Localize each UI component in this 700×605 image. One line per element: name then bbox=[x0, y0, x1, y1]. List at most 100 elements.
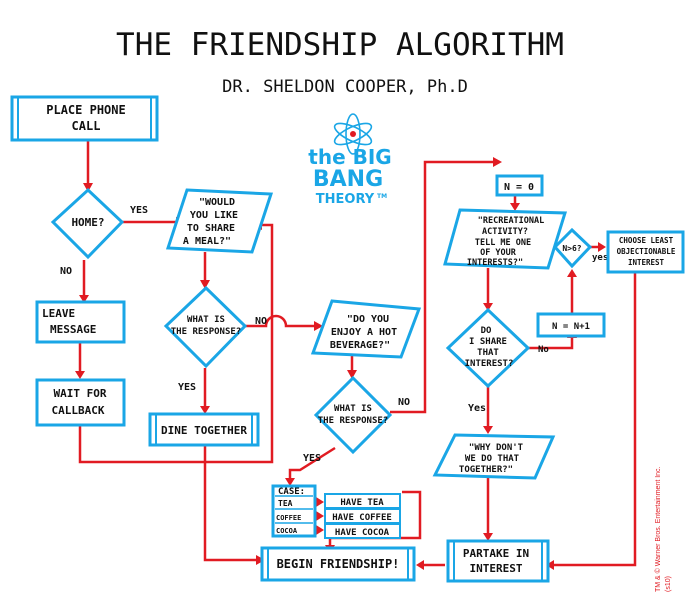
copyright-text: TM & © Warner Bros. Entertainment Inc. bbox=[654, 466, 662, 592]
arrowhead bbox=[200, 280, 210, 289]
text-leave-2: MESSAGE bbox=[50, 323, 96, 336]
text-coffee: COFFEE bbox=[276, 514, 301, 522]
text-resp2-1: WHAT IS bbox=[334, 404, 372, 414]
arrowhead bbox=[416, 560, 424, 570]
edge-resp2-case bbox=[288, 446, 336, 480]
node-n-increment bbox=[536, 312, 606, 338]
text-cocoa: COCOA bbox=[276, 527, 298, 535]
node-share-interest bbox=[445, 307, 531, 389]
text-partake-1: PARTAKE IN bbox=[463, 547, 529, 560]
node-least-objectionable bbox=[606, 230, 685, 274]
text-bev-3: BEVERAGE?" bbox=[330, 340, 390, 351]
text-rec-2: ACTIVITY? bbox=[482, 227, 528, 237]
arrowhead bbox=[483, 533, 493, 541]
text-leave-1: LEAVE bbox=[42, 307, 75, 320]
node-begin-friendship bbox=[260, 546, 416, 582]
arrowhead bbox=[79, 295, 89, 303]
text-rec-5: INTERESTS?" bbox=[467, 258, 523, 268]
node-partake-interest bbox=[446, 539, 550, 583]
text-n-zero: N = 0 bbox=[504, 182, 534, 193]
text-least-2: OBJECTIONABLE bbox=[617, 247, 676, 256]
text-rec-1: "RECREATIONAL bbox=[478, 216, 545, 226]
text-home: HOME? bbox=[71, 216, 104, 229]
text-have-cocoa: HAVE COCOA bbox=[335, 528, 390, 538]
text-why-1: "WHY DON'T bbox=[469, 443, 524, 453]
text-rec-4: OF YOUR bbox=[480, 248, 517, 258]
arrowhead bbox=[347, 370, 357, 379]
node-dine-together bbox=[148, 412, 260, 447]
text-begin: BEGIN FRIENDSHIP! bbox=[277, 557, 400, 571]
node-leave-message bbox=[35, 300, 126, 344]
text-meal-2: YOU LIKE bbox=[190, 210, 238, 221]
arrowhead bbox=[598, 242, 606, 252]
label-yes-resp2: YES bbox=[303, 453, 321, 464]
text-meal-3: TO SHARE bbox=[187, 223, 235, 234]
node-n-greater-6 bbox=[552, 227, 593, 269]
text-meal-1: "WOULD bbox=[199, 197, 235, 208]
node-why-dont bbox=[432, 433, 556, 480]
node-case-table bbox=[271, 484, 317, 538]
label-yes-resp1: YES bbox=[178, 382, 196, 393]
text-n-plus: N = N+1 bbox=[552, 322, 590, 332]
text-wait-2: CALLBACK bbox=[52, 404, 105, 417]
text-bev-1: "DO YOU bbox=[347, 314, 389, 325]
node-home-decision bbox=[50, 187, 125, 260]
arrowhead bbox=[316, 497, 324, 507]
arrowhead bbox=[316, 511, 324, 521]
node-response-2 bbox=[313, 375, 393, 455]
text-place-call-2: CALL bbox=[72, 119, 101, 133]
text-n-gt6: N>6? bbox=[562, 244, 581, 253]
edge-wait-meal bbox=[78, 223, 274, 464]
arrowhead bbox=[285, 478, 295, 486]
arrowhead bbox=[314, 321, 323, 331]
label-no-share: No bbox=[538, 345, 549, 355]
arrowhead bbox=[483, 426, 493, 434]
text-bev-2: ENJOY A HOT bbox=[331, 327, 397, 338]
text-partake-2: INTEREST bbox=[470, 562, 523, 575]
text-have-coffee: HAVE COFFEE bbox=[332, 513, 392, 523]
label-no-home: NO bbox=[60, 266, 72, 277]
node-place-phone-call bbox=[10, 95, 159, 142]
text-have-tea: HAVE TEA bbox=[340, 498, 384, 508]
edge-resp2-n0 bbox=[390, 160, 495, 414]
edge-resp1-bev bbox=[245, 314, 316, 328]
connectors bbox=[75, 140, 637, 570]
node-hot-beverage bbox=[310, 299, 422, 359]
text-least-1: CHOOSE LEAST bbox=[619, 236, 674, 245]
node-response-1 bbox=[163, 285, 248, 369]
text-share-2: I SHARE bbox=[469, 337, 507, 347]
copyright-code: (s10) bbox=[665, 576, 672, 592]
text-share-1: DO bbox=[481, 326, 492, 336]
edge-share-nplus bbox=[528, 336, 574, 350]
arrowhead bbox=[567, 269, 577, 277]
atom-icon bbox=[333, 113, 373, 155]
label-yes-home: YES bbox=[130, 205, 148, 216]
arrowhead bbox=[83, 183, 93, 192]
logo-line-1: the BIG bbox=[308, 145, 391, 169]
edge-have-begin bbox=[328, 490, 422, 548]
node-share-meal bbox=[165, 188, 274, 254]
text-dine: DINE TOGETHER bbox=[161, 424, 247, 437]
text-meal-4: A MEAL?" bbox=[183, 236, 231, 247]
node-have-cocoa bbox=[324, 523, 401, 539]
node-n-zero bbox=[495, 174, 544, 197]
text-resp2-2: THE RESPONSE? bbox=[318, 416, 388, 426]
big-bang-theory-logo: the BIG BANG THEORY TM bbox=[308, 113, 392, 207]
arrowhead bbox=[75, 371, 85, 379]
arrowhead bbox=[510, 203, 520, 211]
arrowhead bbox=[316, 525, 324, 535]
label-no-resp1: NO bbox=[255, 316, 267, 327]
label-yes-ngt6: yes bbox=[592, 253, 608, 263]
text-why-3: TOGETHER?" bbox=[459, 465, 513, 475]
arrowhead bbox=[493, 157, 502, 167]
edge-dine-begin bbox=[203, 445, 258, 562]
text-resp1-2: THE RESPONSE? bbox=[171, 327, 241, 337]
logo-line-2: BANG bbox=[313, 167, 383, 192]
arrowhead bbox=[200, 406, 210, 414]
arrowhead bbox=[483, 303, 493, 311]
label-yes-share: Yes bbox=[468, 403, 486, 414]
arrowhead bbox=[546, 560, 554, 570]
node-wait-callback bbox=[35, 378, 126, 427]
text-wait-1: WAIT FOR bbox=[54, 387, 107, 400]
